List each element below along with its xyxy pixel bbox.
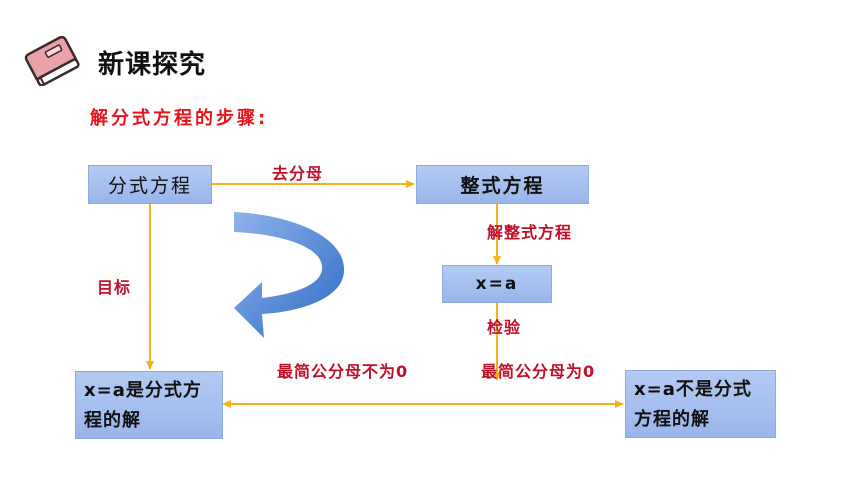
page-title: 新课探究 (98, 50, 207, 80)
label-goal: 目标 (97, 278, 132, 297)
label-remove-denominator: 去分母 (272, 164, 324, 183)
book-icon (24, 36, 80, 86)
node-not-solution: x=a不是分式方程的解 (625, 370, 776, 438)
curved-arrow-icon (234, 212, 345, 338)
node-is-solution: x=a是分式方程的解 (75, 371, 223, 439)
node-integral-equation: 整式方程 (416, 165, 589, 204)
node-fractional-equation: 分式方程 (88, 165, 212, 204)
label-check: 检验 (487, 318, 522, 337)
label-solve-integral: 解整式方程 (487, 223, 573, 242)
label-lcd-zero: 最简公分母为0 (481, 362, 596, 381)
steps-heading: 解分式方程的步骤: (90, 108, 269, 129)
label-lcd-nonzero: 最简公分母不为0 (277, 362, 409, 381)
node-solution: x=a (442, 265, 552, 303)
